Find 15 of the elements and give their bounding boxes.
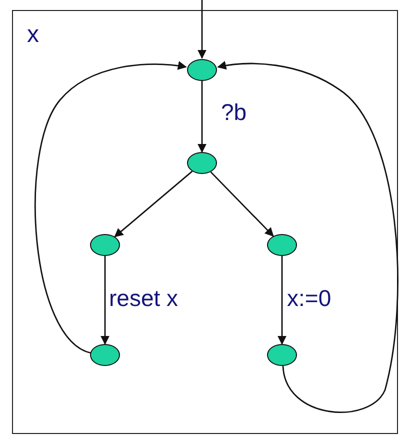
transition-arrow [198,81,206,153]
state-circle [186,152,216,174]
transition-arrow [210,171,274,237]
state-circle [90,234,120,256]
transition-arrow [198,0,206,59]
transition-arrow [278,256,286,345]
transition-arrow [114,170,193,238]
state-circle [266,344,296,366]
clock-name: x [27,21,39,49]
transition-arrow [100,256,110,345]
state-circle [186,58,216,80]
transition-arrow [217,61,398,413]
transition-arrow [34,61,187,354]
state-circle [90,344,120,366]
state-circle [266,234,296,256]
